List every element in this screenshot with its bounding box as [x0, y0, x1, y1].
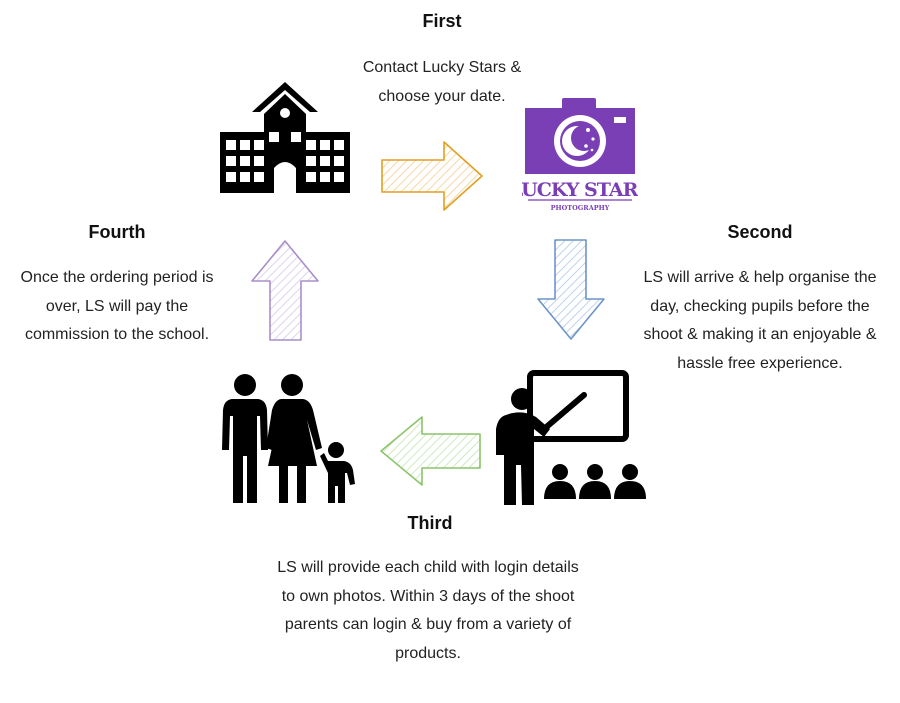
step-second-description: LS will arrive & help organise the day, …	[620, 264, 900, 378]
desc-line: choose your date.	[378, 87, 506, 105]
arrow-down-icon	[534, 237, 608, 343]
arrow-up-icon	[248, 238, 322, 344]
family-icon	[214, 372, 356, 506]
step-fourth-title: Fourth	[88, 222, 146, 242]
desc-line: products.	[395, 644, 461, 662]
desc-line: to own photos. Within 3 days of the shoo…	[281, 587, 575, 605]
arrow-right-icon	[378, 138, 486, 214]
logo-name: LUCKY STARS	[522, 179, 638, 201]
desc-line: parents can login & buy from a variety o…	[284, 616, 572, 633]
desc-line: shoot & making it an enjoyable &	[643, 326, 877, 343]
desc-line: over, LS will pay the	[45, 297, 189, 315]
camera-logo-icon: LUCKY STARS PHOTOGRAPHY	[522, 96, 638, 216]
step-first-description: Contact Lucky Stars & choose your date.	[322, 54, 562, 111]
step-fourth-description: Once the ordering period is over, LS wil…	[2, 264, 232, 350]
arrow-left-icon	[378, 414, 484, 488]
desc-line: commission to the school.	[24, 326, 210, 343]
step-second-title: Second	[727, 222, 793, 242]
step-third-description: LS will provide each child with login de…	[238, 554, 618, 668]
desc-line: LS will arrive & help organise the	[643, 269, 877, 286]
teacher-class-icon	[492, 369, 648, 509]
school-icon	[218, 80, 352, 195]
desc-line: Contact Lucky Stars &	[362, 59, 522, 76]
step-first-title: First	[422, 11, 462, 31]
desc-line: Once the ordering period is	[20, 269, 214, 286]
desc-line: day, checking pupils before the	[650, 297, 870, 315]
desc-line: hassle free experience.	[677, 354, 843, 372]
desc-line: LS will provide each child with login de…	[277, 559, 579, 576]
step-third-title: Third	[407, 513, 453, 533]
logo-subtitle: PHOTOGRAPHY	[551, 204, 610, 212]
